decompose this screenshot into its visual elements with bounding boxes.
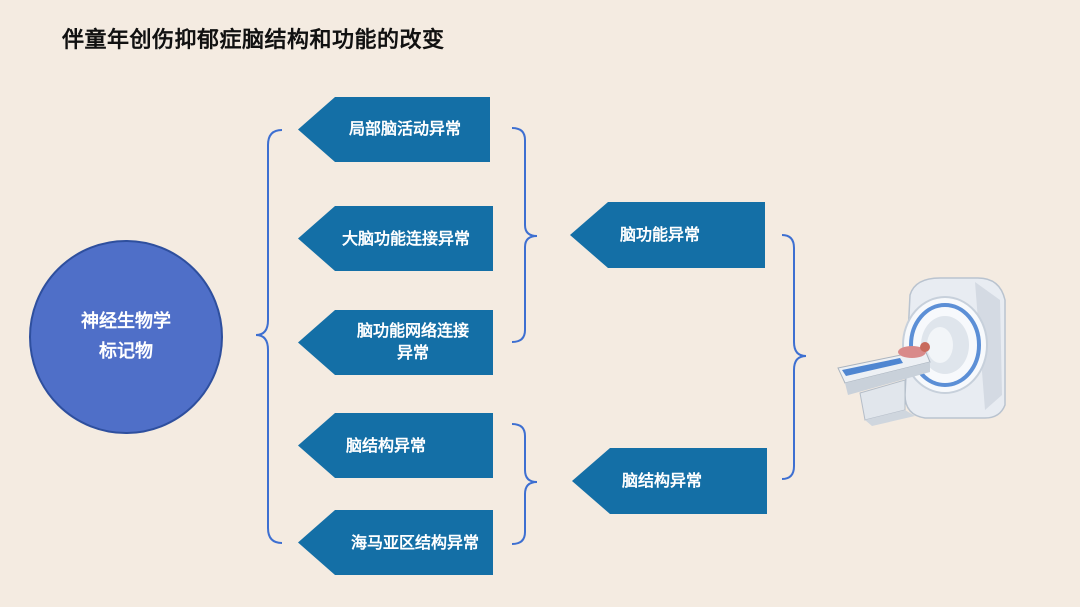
mri-scanner-icon — [837, 277, 1006, 426]
node-label-3: 脑功能网络连接 异常 — [356, 321, 469, 362]
bracket-right — [781, 234, 807, 480]
bracket-structure — [511, 423, 538, 545]
arrow-node-1 — [298, 97, 490, 162]
bracket-function — [511, 127, 538, 343]
root-circle — [29, 240, 223, 434]
node-label-4: 脑结构异常 — [345, 436, 426, 455]
root-label: 神经生物学 标记物 — [81, 311, 171, 362]
arrow-node-4 — [298, 413, 493, 478]
arrow-node-function — [570, 202, 765, 268]
arrow-node-structure — [572, 448, 767, 514]
arrow-node-2 — [298, 206, 493, 271]
node-label-function: 脑功能异常 — [619, 225, 700, 244]
node-label-1: 局部脑活动异常 — [348, 119, 461, 138]
page-title: 伴童年创伤抑郁症脑结构和功能的改变 — [62, 28, 445, 53]
arrow-node-5 — [298, 510, 493, 575]
node-label-2: 大脑功能连接异常 — [341, 229, 470, 248]
node-label-structure: 脑结构异常 — [621, 471, 702, 490]
arrow-node-3 — [298, 310, 493, 375]
bracket-root — [255, 129, 283, 544]
node-label-5: 海马亚区结构异常 — [350, 533, 479, 552]
